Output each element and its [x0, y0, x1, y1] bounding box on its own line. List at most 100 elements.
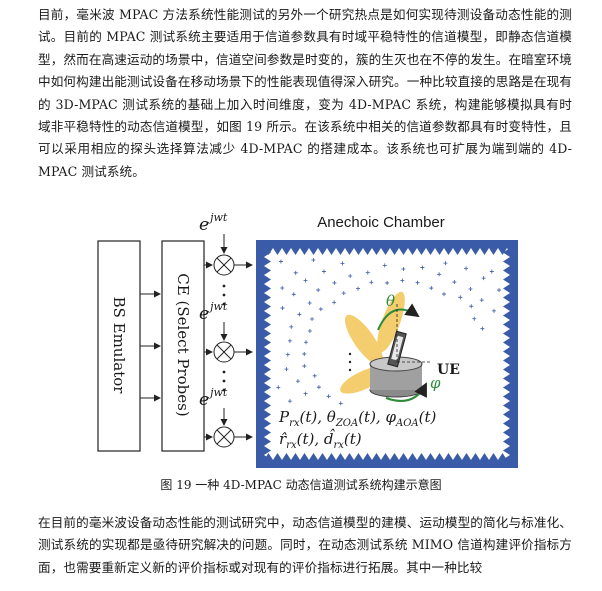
probe-marker	[303, 278, 308, 283]
absorber-tooth	[503, 401, 510, 410]
absorber-tooth	[291, 248, 300, 255]
probe-marker	[401, 267, 406, 272]
absorber-tooth	[503, 248, 510, 257]
absorber-tooth	[503, 266, 510, 275]
absorber-tooth	[426, 453, 435, 460]
probe-marker	[302, 364, 307, 369]
absorber-tooth	[503, 275, 510, 284]
ce-label: CE (Select Probes)	[174, 273, 192, 417]
absorber-tooth	[489, 248, 498, 255]
absorber-tooth	[444, 248, 453, 255]
probe-marker	[311, 258, 316, 263]
absorber-tooth	[300, 453, 309, 460]
probe-marker	[452, 280, 457, 285]
probe-marker	[289, 324, 294, 329]
absorber-tooth	[264, 455, 271, 464]
phi-symbol: φ	[430, 374, 441, 392]
absorber-tooth	[372, 248, 381, 255]
absorber-tooth	[417, 453, 426, 460]
probe-marker	[443, 261, 448, 266]
absorber-tooth	[264, 347, 271, 356]
absorber-tooth	[345, 453, 354, 460]
absorber-tooth	[264, 338, 271, 347]
absorber-tooth	[282, 453, 291, 460]
absorber-tooth	[318, 248, 327, 255]
absorber-tooth	[327, 248, 336, 255]
probe-marker	[340, 261, 345, 266]
absorber-tooth	[354, 248, 363, 255]
absorber-tooth	[264, 248, 271, 257]
probe-marker	[291, 292, 296, 297]
theta-symbol: θ	[386, 292, 396, 310]
probe-marker	[280, 306, 285, 311]
probe-marker	[464, 266, 469, 271]
absorber-tooth	[336, 453, 345, 460]
paragraph-continued: 在目前的毫米波设备动态性能的测试研究中，动态信道模型的建模、运动模型的简化与标准…	[38, 515, 572, 575]
absorber-tooth	[471, 453, 480, 460]
formula-line-2: r̂rx(t), d̂rx(t)	[279, 430, 362, 451]
absorber-tooth	[381, 248, 390, 255]
absorber-tooth	[264, 293, 271, 302]
absorber-tooth	[264, 428, 271, 437]
absorber-tooth	[264, 419, 271, 428]
probe-marker	[287, 399, 292, 404]
probe-marker	[491, 308, 496, 313]
probe-marker	[481, 276, 486, 281]
absorber-tooth	[503, 428, 510, 437]
absorber-tooth	[264, 374, 271, 383]
absorber-tooth	[327, 453, 336, 460]
absorber-tooth	[336, 248, 345, 255]
probe-marker	[385, 280, 390, 285]
probe-marker	[318, 307, 323, 312]
probe-marker	[338, 401, 343, 406]
probe-marker	[355, 286, 360, 291]
absorber-tooth	[264, 401, 271, 410]
probe-marker	[307, 300, 312, 305]
absorber-tooth	[503, 392, 510, 401]
probe-marker	[400, 278, 405, 283]
absorber-tooth	[264, 356, 271, 365]
phase-factor-2: ejwt	[199, 300, 228, 324]
absorber-tooth	[503, 257, 510, 266]
probe-marker	[307, 328, 312, 333]
absorber-tooth	[462, 453, 471, 460]
paragraph-intro: 目前，毫米波 MPAC 方法系统性能测试的另外一个研究热点是如何实现待测设备动态…	[38, 7, 572, 179]
probe-marker	[326, 394, 331, 399]
absorber-tooth	[498, 248, 507, 255]
probe-marker	[316, 385, 321, 390]
absorber-tooth	[503, 446, 510, 455]
absorber-tooth	[503, 383, 510, 392]
azimuth-arrow	[385, 382, 427, 402]
ce-box	[161, 240, 205, 452]
absorber-tooth	[503, 329, 510, 338]
probe-marker	[469, 304, 474, 309]
absorber-tooth	[264, 392, 271, 401]
elevation-arrow	[377, 303, 420, 331]
absorber-tooth	[282, 248, 291, 255]
absorber-tooth	[444, 453, 453, 460]
absorber-tooth	[453, 248, 462, 255]
probe-marker	[420, 265, 425, 270]
probe-marker	[415, 280, 420, 285]
ue-label: UE	[437, 362, 460, 378]
probe-marker	[382, 263, 387, 268]
probe-marker	[497, 288, 502, 293]
absorber-tooth	[471, 248, 480, 255]
absorber-tooth	[503, 338, 510, 347]
absorber-tooth	[264, 320, 271, 329]
probe-marker	[468, 286, 473, 291]
absorber-tooth	[503, 356, 510, 365]
absorber-tooth	[381, 453, 390, 460]
probe-marker	[293, 270, 298, 275]
absorber-tooth	[363, 453, 372, 460]
absorber-tooth	[273, 453, 282, 460]
formula-line-1: Prx(t), θZOA(t), φAOA(t)	[279, 408, 437, 429]
probe-marker	[321, 269, 326, 274]
probe-marker	[332, 280, 337, 285]
figure-4d-mpac: BS Emulator CE (Select Probes) ejwt ejwt…	[96, 211, 526, 474]
probe-marker	[295, 379, 300, 384]
probe-marker	[472, 316, 477, 321]
absorber-tooth	[264, 446, 271, 455]
ue-turntable	[369, 330, 423, 398]
absorber-tooth	[503, 284, 510, 293]
